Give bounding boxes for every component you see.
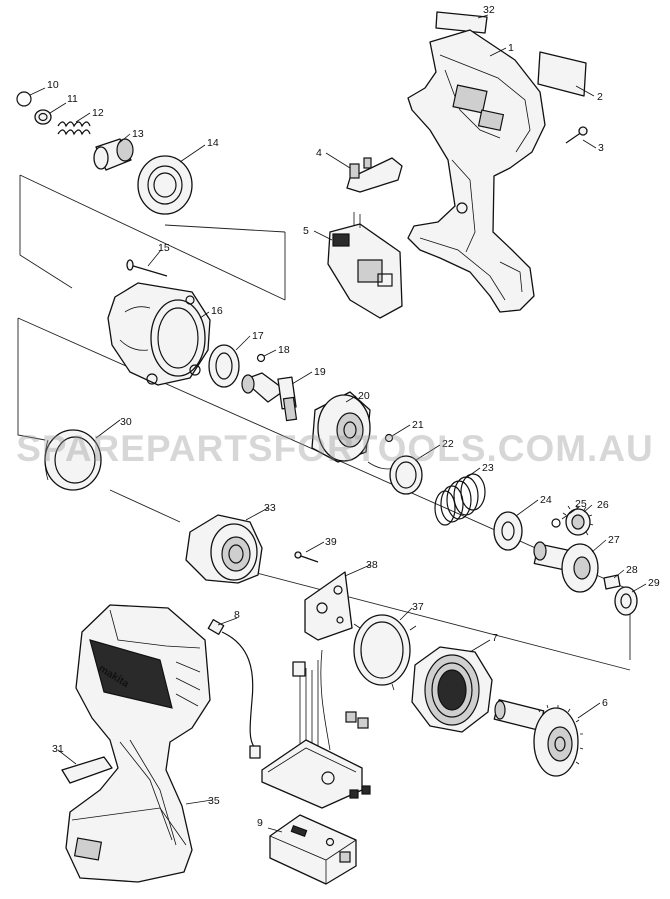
controller-board — [261, 649, 371, 809]
part-33-front-cover — [185, 514, 263, 584]
part-30-bumper-ring — [44, 429, 102, 491]
part-1-housing — [407, 29, 546, 313]
callout-6: 6 — [602, 697, 608, 709]
callout-13: 13 — [132, 128, 144, 140]
part-19-anvil — [241, 372, 298, 422]
callout-28: 28 — [626, 564, 638, 576]
part-3-screw — [565, 126, 588, 144]
callout-30: 30 — [120, 416, 132, 428]
callout-1: 1 — [508, 42, 514, 54]
callout-9: 9 — [257, 817, 263, 829]
callout-8: 8 — [234, 609, 240, 621]
part-22-o-ring — [389, 455, 423, 495]
part-29-washer — [614, 586, 638, 616]
part-26-spur-gear — [562, 505, 594, 536]
part-39-screw — [294, 551, 319, 563]
callout-14: 14 — [207, 137, 219, 149]
callout-15: 15 — [158, 242, 170, 254]
callout-20: 20 — [358, 390, 370, 402]
callout-22: 22 — [442, 438, 454, 450]
part-6-rotor — [493, 699, 584, 777]
callout-37: 37 — [412, 601, 424, 613]
part-5-switch — [327, 212, 403, 319]
part-15-screw — [126, 259, 168, 277]
leader-lines — [29, 14, 647, 833]
part-17-washer — [208, 344, 240, 388]
part-14-cap — [137, 155, 193, 215]
callout-33: 33 — [264, 502, 276, 514]
callout-23: 23 — [482, 462, 494, 474]
callout-7: 7 — [492, 632, 498, 644]
callout-29: 29 — [648, 577, 660, 589]
callout-4: 4 — [316, 147, 322, 159]
callout-26: 26 — [597, 499, 609, 511]
part-31-label — [61, 756, 113, 784]
callout-35: 35 — [208, 795, 220, 807]
part-24-flat-washer — [493, 511, 523, 551]
callout-11: 11 — [67, 93, 78, 105]
callout-21: 21 — [412, 419, 424, 431]
part-20-hammer — [311, 391, 371, 463]
part-12-spring — [57, 121, 91, 136]
part-9-terminal — [269, 814, 357, 885]
callout-10: 10 — [47, 79, 59, 91]
part-28-pin — [603, 574, 621, 590]
part-4-switch-lever — [346, 157, 403, 193]
part-2-label — [537, 51, 587, 97]
callout-2: 2 — [597, 91, 603, 103]
part-8-lead-wire — [207, 619, 261, 759]
callout-27: 27 — [608, 534, 620, 546]
part-11-washer — [34, 109, 52, 125]
callout-16: 16 — [211, 305, 223, 317]
callout-32: 32 — [483, 4, 495, 16]
callout-3: 3 — [598, 142, 604, 154]
callout-19: 19 — [314, 366, 326, 378]
part-32-label — [435, 11, 488, 34]
part-10-ring — [16, 91, 32, 107]
callout-numbers: 32 1 2 3 4 5 6 7 8 9 10 11 12 13 14 15 1… — [47, 4, 660, 829]
part-38-plate — [304, 571, 353, 641]
callout-5: 5 — [303, 225, 309, 237]
callout-18: 18 — [278, 344, 290, 356]
callout-39: 39 — [325, 536, 337, 548]
callout-25: 25 — [575, 498, 587, 510]
part-27-spindle — [533, 541, 599, 593]
part-25-steel-ball — [551, 518, 561, 528]
part-7-stator — [411, 646, 493, 733]
callout-24: 24 — [540, 494, 552, 506]
part-37-baffle-ring — [353, 614, 417, 691]
callout-31: 31 — [52, 743, 64, 755]
part-13-sleeve — [93, 138, 134, 171]
part-23-compression-spring — [434, 473, 486, 526]
part-18-ball — [256, 353, 266, 363]
callout-12: 12 — [92, 107, 104, 119]
callout-17: 17 — [252, 330, 264, 342]
part-35-housing-set: makita — [65, 604, 211, 883]
callout-38: 38 — [366, 559, 378, 571]
part-16-hammer-case — [107, 282, 211, 386]
